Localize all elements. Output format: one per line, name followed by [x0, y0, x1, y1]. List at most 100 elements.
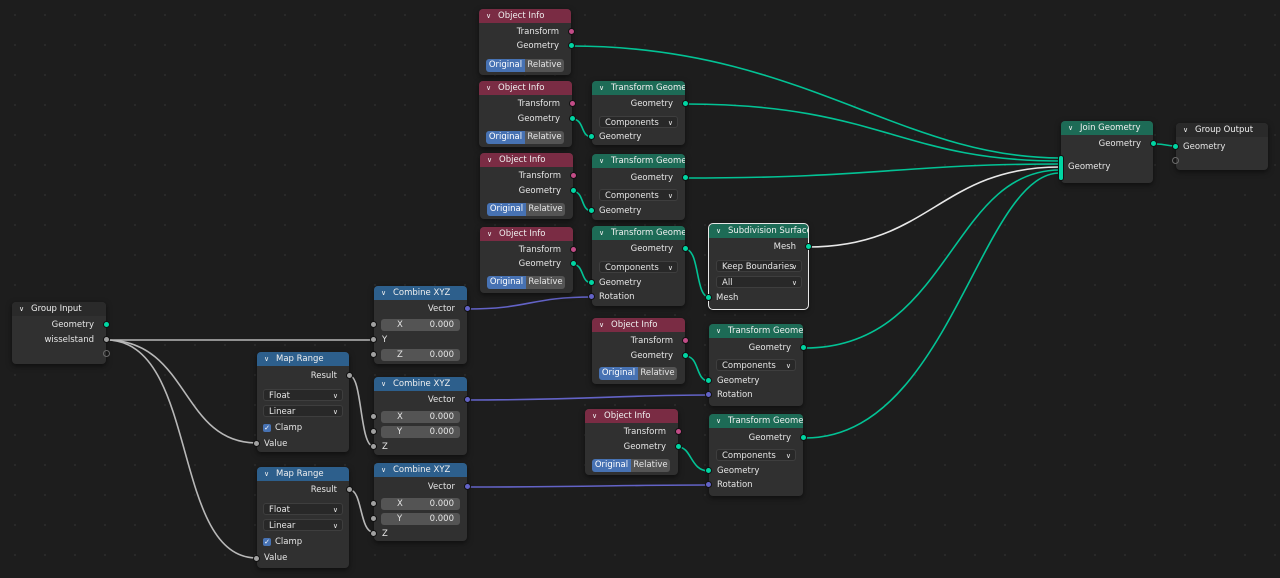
relative-option[interactable]: Relative: [525, 131, 564, 144]
geometry-output-socket[interactable]: [800, 344, 807, 351]
chevron-down-icon[interactable]: ∨: [19, 305, 25, 313]
result-output-socket[interactable]: [346, 486, 353, 493]
node-header[interactable]: ∨Object Info: [479, 9, 571, 23]
node-header[interactable]: ∨Subdivision Surface: [709, 224, 808, 238]
object-info-node-4[interactable]: ∨Object Info Transform Geometry Original…: [480, 227, 577, 293]
transform-socket[interactable]: [569, 100, 576, 107]
object-info-node-2[interactable]: ∨Object Info Transform Geometry Original…: [479, 81, 576, 147]
geometry-input-socket[interactable]: [705, 377, 712, 384]
chevron-down-icon[interactable]: ∨: [381, 380, 387, 388]
geometry-multi-input-socket[interactable]: [1058, 155, 1064, 181]
subdivision-surface-node[interactable]: ∨Subdivision Surface Mesh Keep Boundarie…: [705, 223, 812, 310]
node-header[interactable]: ∨Map Range: [257, 352, 349, 366]
chevron-down-icon[interactable]: ∨: [487, 156, 493, 164]
original-option[interactable]: Original: [486, 131, 525, 144]
relative-option[interactable]: Relative: [638, 367, 677, 380]
node-header[interactable]: ∨Combine XYZ: [374, 377, 467, 391]
geometry-input-socket[interactable]: [705, 467, 712, 474]
mesh-output-socket[interactable]: [805, 243, 812, 250]
node-header[interactable]: ∨Transform Geometry: [592, 81, 685, 95]
node-header[interactable]: ∨Group Output: [1176, 123, 1268, 137]
x-input-socket[interactable]: [370, 413, 377, 420]
original-option[interactable]: Original: [487, 203, 526, 216]
mode-dropdown[interactable]: Components∨: [716, 449, 796, 461]
object-info-node-6[interactable]: ∨Object Info Transform Geometry Original…: [585, 409, 682, 475]
transform-space-toggle[interactable]: Original Relative: [486, 59, 564, 72]
object-info-node-5[interactable]: ∨Object Info Transform Geometry Original…: [592, 318, 689, 384]
node-header[interactable]: ∨Object Info: [585, 409, 678, 423]
geometry-output-socket[interactable]: [103, 321, 110, 328]
transform-space-toggle[interactable]: Original Relative: [592, 459, 670, 472]
transform-geometry-node-3[interactable]: ∨Transform Geometry Geometry Components∨…: [588, 226, 689, 306]
transform-space-toggle[interactable]: Original Relative: [486, 131, 564, 144]
data-type-dropdown[interactable]: Float∨: [263, 503, 343, 515]
node-header[interactable]: ∨Object Info: [592, 318, 685, 332]
node-header[interactable]: ∨Transform Geometry: [709, 414, 803, 428]
geometry-socket[interactable]: [675, 443, 682, 450]
node-header[interactable]: ∨Object Info: [479, 81, 572, 95]
value-input-socket[interactable]: [253, 555, 260, 562]
chevron-down-icon[interactable]: ∨: [264, 355, 270, 363]
chevron-down-icon[interactable]: ∨: [592, 412, 598, 420]
node-header[interactable]: ∨Object Info: [480, 153, 573, 167]
z-input-socket[interactable]: [370, 530, 377, 537]
geometry-output-socket[interactable]: [682, 100, 689, 107]
original-option[interactable]: Original: [487, 276, 526, 289]
geometry-output-socket[interactable]: [682, 245, 689, 252]
interpolation-dropdown[interactable]: Linear∨: [263, 519, 343, 531]
mode-dropdown[interactable]: Components∨: [599, 116, 678, 128]
node-header[interactable]: ∨Combine XYZ: [374, 463, 467, 477]
mesh-input-socket[interactable]: [705, 294, 712, 301]
geometry-input-socket[interactable]: [588, 279, 595, 286]
group-output-node[interactable]: ∨Group Output Geometry: [1172, 123, 1268, 170]
geometry-input-socket[interactable]: [588, 133, 595, 140]
geometry-socket[interactable]: [568, 42, 575, 49]
uv-smooth-dropdown[interactable]: All∨: [716, 276, 802, 288]
x-input-socket[interactable]: [370, 321, 377, 328]
empty-input-socket[interactable]: [1172, 157, 1179, 164]
boundary-smooth-dropdown[interactable]: Keep Boundaries∨: [716, 260, 802, 272]
mode-dropdown[interactable]: Components∨: [599, 189, 678, 201]
geometry-socket[interactable]: [570, 260, 577, 267]
vector-output-socket[interactable]: [464, 483, 471, 490]
transform-space-toggle[interactable]: Original Relative: [599, 367, 677, 380]
chevron-down-icon[interactable]: ∨: [1068, 124, 1074, 132]
original-option[interactable]: Original: [486, 59, 525, 72]
transform-socket[interactable]: [568, 28, 575, 35]
vector-output-socket[interactable]: [464, 305, 471, 312]
result-output-socket[interactable]: [346, 372, 353, 379]
relative-option[interactable]: Relative: [631, 459, 670, 472]
value-input-socket[interactable]: [253, 440, 260, 447]
node-header[interactable]: ∨Group Input: [12, 302, 106, 316]
transform-space-toggle[interactable]: Original Relative: [487, 276, 565, 289]
original-option[interactable]: Original: [599, 367, 638, 380]
node-header[interactable]: ∨Join Geometry: [1061, 121, 1153, 135]
geometry-output-socket[interactable]: [800, 434, 807, 441]
node-header[interactable]: ∨Object Info: [480, 227, 573, 241]
geometry-socket[interactable]: [569, 115, 576, 122]
transform-socket[interactable]: [570, 246, 577, 253]
transform-geometry-node-4[interactable]: ∨Transform Geometry Geometry Components∨…: [705, 324, 807, 406]
geometry-input-socket[interactable]: [588, 207, 595, 214]
node-header[interactable]: ∨Map Range: [257, 467, 349, 481]
interpolation-dropdown[interactable]: Linear∨: [263, 405, 343, 417]
join-geometry-node[interactable]: ∨Join Geometry Geometry Geometry: [1058, 121, 1157, 183]
geometry-output-socket[interactable]: [1150, 140, 1157, 147]
chevron-down-icon[interactable]: ∨: [599, 157, 605, 165]
transform-space-toggle[interactable]: Original Relative: [487, 203, 565, 216]
transform-socket[interactable]: [570, 172, 577, 179]
chevron-down-icon[interactable]: ∨: [486, 84, 492, 92]
y-input-socket[interactable]: [370, 428, 377, 435]
group-input-node[interactable]: ∨Group Input Geometry wisselstand: [12, 302, 110, 364]
wisselstand-output-socket[interactable]: [103, 336, 110, 343]
relative-option[interactable]: Relative: [526, 276, 565, 289]
empty-output-socket[interactable]: [103, 350, 110, 357]
